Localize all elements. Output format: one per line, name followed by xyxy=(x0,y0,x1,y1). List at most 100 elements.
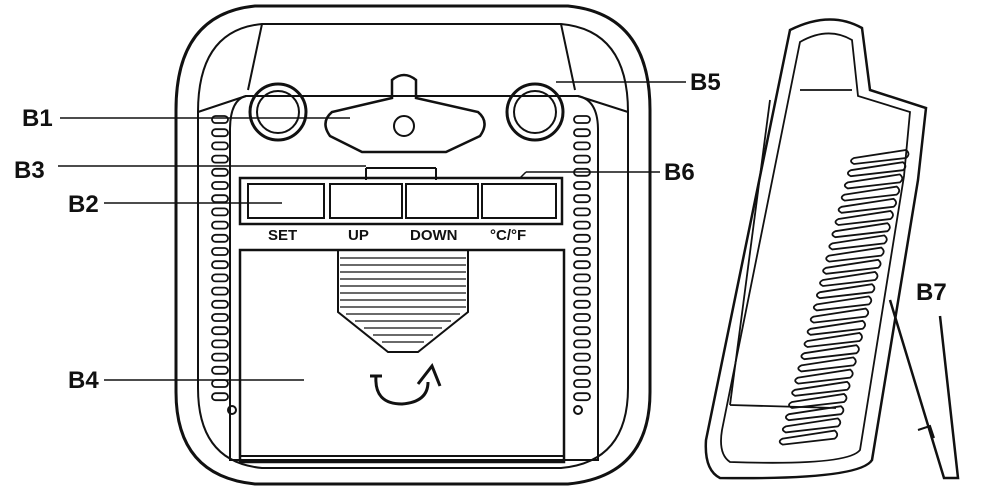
callout-b3: B3 xyxy=(14,157,45,184)
vent-slot xyxy=(573,299,591,309)
rotate-arrow-icon xyxy=(374,375,430,406)
vent-slot xyxy=(573,128,591,138)
vent-slot xyxy=(573,181,591,190)
side-vent-slot xyxy=(828,234,888,251)
vent-slot xyxy=(211,154,229,164)
vent-slot xyxy=(211,286,229,296)
vent-slot xyxy=(211,339,229,349)
vent-slot xyxy=(211,273,229,283)
set-button[interactable] xyxy=(247,183,325,219)
battery-cover[interactable] xyxy=(238,248,566,464)
mount-knob-left-outer xyxy=(248,82,308,142)
stand-foot xyxy=(917,424,935,439)
cover-grip-outline xyxy=(337,249,469,353)
housing-inner xyxy=(197,23,629,469)
vent-slot xyxy=(573,379,591,388)
vent-slot xyxy=(573,207,591,217)
callout-b5: B5 xyxy=(690,69,721,96)
recess-panel xyxy=(229,95,599,461)
vent-slot xyxy=(573,313,591,322)
vent-slot xyxy=(211,181,229,190)
side-vent-slot xyxy=(825,246,885,263)
back-view xyxy=(174,4,652,486)
vent-slot xyxy=(573,247,591,256)
callout-b6: B6 xyxy=(664,159,695,186)
vent-slot xyxy=(573,392,591,402)
side-vent-slots xyxy=(778,149,910,446)
set-label: SET xyxy=(268,227,297,244)
side-vent-slot xyxy=(806,319,866,336)
vent-slot xyxy=(211,260,229,270)
leader-lines xyxy=(58,81,686,381)
side-vent-slot xyxy=(794,368,854,385)
side-edge xyxy=(729,404,837,409)
side-vent-slot xyxy=(797,356,857,373)
mount-knob-right-outer xyxy=(505,82,565,142)
side-vent-slot xyxy=(822,258,882,275)
vent-slot xyxy=(211,247,229,256)
vent-slot xyxy=(211,194,229,204)
rotate-arrow-head xyxy=(416,363,442,387)
vent-slot xyxy=(573,260,591,270)
vent-slot xyxy=(211,352,229,362)
bevel-line xyxy=(197,95,247,113)
wall-hanger xyxy=(324,73,486,154)
side-vent-slot xyxy=(778,429,839,446)
side-vent-slot xyxy=(831,222,891,239)
side-vent-slot xyxy=(840,185,901,202)
side-vent-slot xyxy=(850,149,910,165)
vent-slot xyxy=(211,299,229,309)
vent-slot xyxy=(573,194,591,204)
side-vent-slot xyxy=(834,210,894,226)
side-vent-slot xyxy=(800,344,860,361)
vent-slot xyxy=(211,128,229,138)
vent-slot xyxy=(211,220,229,230)
vent-slot xyxy=(211,115,229,124)
side-vent-slot xyxy=(843,173,904,190)
bevel-line xyxy=(560,23,576,91)
callout-b1: B1 xyxy=(22,105,53,132)
side-edge xyxy=(729,99,771,406)
side-vent-slot xyxy=(781,417,842,434)
down-label: DOWN xyxy=(410,227,458,244)
callout-b7: B7 xyxy=(916,279,947,306)
leader-b6 xyxy=(519,171,527,179)
unit-label: °C/°F xyxy=(490,227,526,244)
vent-slot xyxy=(573,115,591,124)
side-vent-slot xyxy=(791,380,851,397)
vent-slot xyxy=(573,352,591,362)
stand[interactable] xyxy=(888,299,960,480)
vent-slot xyxy=(211,326,229,336)
mount-knob-right-inner xyxy=(513,90,557,134)
side-vent-slot xyxy=(788,393,848,409)
vent-slot xyxy=(211,365,229,375)
hanger-hole xyxy=(393,115,415,137)
side-vent-slot xyxy=(812,295,873,312)
side-vent-slot xyxy=(803,332,863,348)
up-label: UP xyxy=(348,227,369,244)
vent-slot xyxy=(211,167,229,177)
vent-slot xyxy=(573,339,591,349)
down-button[interactable] xyxy=(405,183,479,219)
side-vent-slot xyxy=(847,161,907,178)
vent-slot xyxy=(211,313,229,322)
side-housing-outer xyxy=(704,18,928,480)
mount-knob-left-inner xyxy=(256,90,300,134)
up-button[interactable] xyxy=(329,183,403,219)
vent-slot xyxy=(573,220,591,230)
side-vent-slot xyxy=(837,197,897,214)
screw-left xyxy=(227,405,237,415)
unit-button[interactable] xyxy=(481,183,557,219)
vent-slot xyxy=(573,326,591,336)
side-housing-inner xyxy=(720,32,911,464)
vent-slot xyxy=(211,141,229,151)
side-vent-slot xyxy=(819,271,879,287)
screw-right xyxy=(573,405,583,415)
cover-grip-ridges xyxy=(340,257,466,343)
vent-slot xyxy=(573,365,591,375)
button-strip-outer xyxy=(238,176,564,226)
side-vent-slot xyxy=(785,405,845,422)
side-vent-slot xyxy=(816,283,876,300)
callout-b2: B2 xyxy=(68,191,99,218)
